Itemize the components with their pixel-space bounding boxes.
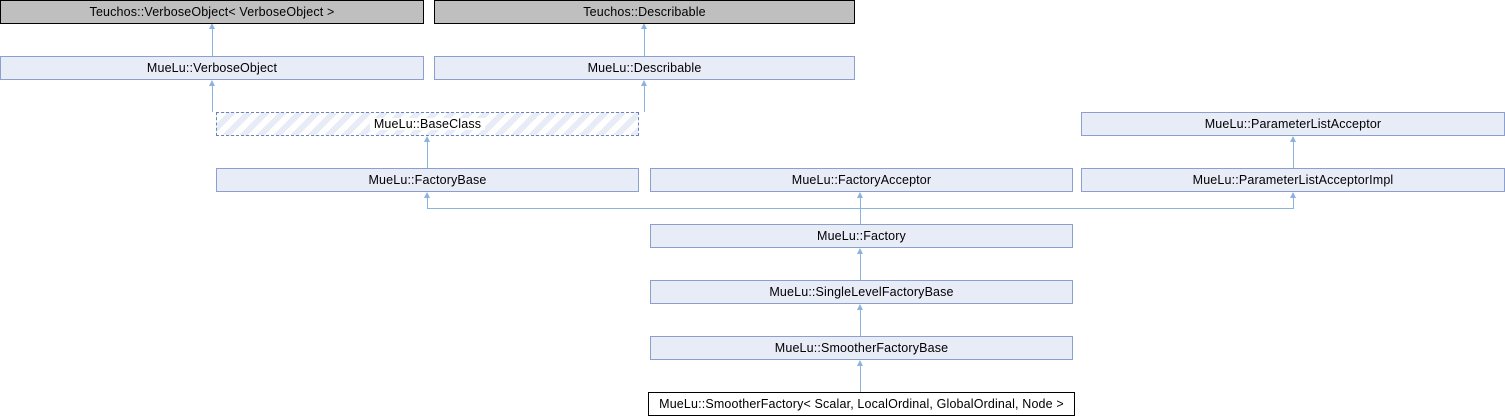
node-muelu-singlelevelfactorybase[interactable]: MueLu::SingleLevelFactoryBase — [650, 280, 1073, 304]
arrowhead-factory-to-plistacceptorimpl — [1290, 192, 1296, 198]
node-muelu-factorybase[interactable]: MueLu::FactoryBase — [216, 168, 639, 192]
node-label: MueLu::SmootherFactory< Scalar, LocalOrd… — [659, 396, 1064, 411]
edge-factory-to-factoryacceptor — [860, 198, 861, 224]
node-muelu-smootherfactorybase[interactable]: MueLu::SmootherFactoryBase — [650, 336, 1073, 360]
arrowhead-baseclass-to-describable — [641, 80, 647, 86]
node-muelu-parameterlistacceptor[interactable]: MueLu::ParameterListAcceptor — [1081, 112, 1505, 136]
node-label: MueLu::Factory — [817, 228, 906, 243]
node-muelu-factory[interactable]: MueLu::Factory — [650, 224, 1073, 248]
edge-describable-to-teuchos-describable — [644, 29, 645, 56]
edge-verboseobject-to-teuchos-verboseobject — [212, 29, 213, 56]
edge-smootherbase-to-singlelevel — [860, 310, 861, 336]
arrowhead-baseclass-to-verboseobject — [209, 80, 215, 86]
node-muelu-smootherfactory[interactable]: MueLu::SmootherFactory< Scalar, LocalOrd… — [648, 392, 1075, 416]
edge-factorybase-to-baseclass — [427, 142, 428, 168]
edge-plistacceptorimpl-to-plistacceptor — [1293, 142, 1294, 168]
node-label: MueLu::Describable — [587, 60, 702, 75]
node-muelu-parameterlistacceptorimpl[interactable]: MueLu::ParameterListAcceptorImpl — [1081, 168, 1505, 192]
arrowhead-describable-to-teuchos-describable — [641, 23, 647, 29]
arrowhead-verboseobject-to-teuchos-verboseobject — [209, 23, 215, 29]
node-label: MueLu::ParameterListAcceptorImpl — [1192, 172, 1394, 187]
arrowhead-singlelevel-to-factory — [857, 248, 863, 254]
node-muelu-verboseobject[interactable]: MueLu::VerboseObject — [0, 56, 424, 80]
node-label: MueLu::SingleLevelFactoryBase — [769, 284, 954, 299]
node-label: MueLu::SmootherFactoryBase — [774, 340, 949, 355]
node-muelu-describable[interactable]: MueLu::Describable — [434, 56, 855, 80]
node-muelu-baseclass[interactable]: MueLu::BaseClass — [216, 112, 639, 136]
node-label: Teuchos::VerboseObject< VerboseObject > — [89, 4, 335, 19]
node-label: MueLu::VerboseObject — [146, 60, 278, 75]
node-label: MueLu::FactoryAcceptor — [791, 172, 932, 187]
node-label: MueLu::FactoryBase — [368, 172, 487, 187]
edge-smootherfactory-to-smootherbase — [860, 366, 861, 392]
arrowhead-smootherbase-to-singlelevel — [857, 304, 863, 310]
arrowhead-factorybase-to-baseclass — [424, 136, 430, 142]
edge-factory-to-factorybase — [427, 198, 428, 209]
edge-singlelevel-to-factory — [860, 254, 861, 280]
edge-baseclass-to-describable — [644, 86, 645, 112]
arrowhead-factory-to-factoryacceptor — [857, 192, 863, 198]
arrowhead-plistacceptorimpl-to-plistacceptor — [1290, 136, 1296, 142]
node-muelu-factoryacceptor[interactable]: MueLu::FactoryAcceptor — [650, 168, 1073, 192]
edge-baseclass-to-verboseobject — [212, 86, 213, 112]
node-label: MueLu::BaseClass — [369, 118, 486, 131]
node-label: Teuchos::Describable — [583, 4, 706, 19]
node-label: MueLu::ParameterListAcceptor — [1204, 116, 1382, 131]
arrowhead-factory-to-factorybase — [424, 192, 430, 198]
arrowhead-smootherfactory-to-smootherbase — [857, 360, 863, 366]
node-teuchos-verboseobject[interactable]: Teuchos::VerboseObject< VerboseObject > — [0, 0, 424, 24]
node-teuchos-describable[interactable]: Teuchos::Describable — [434, 0, 855, 24]
edge-factory-to-plistacceptorimpl — [1293, 198, 1294, 209]
